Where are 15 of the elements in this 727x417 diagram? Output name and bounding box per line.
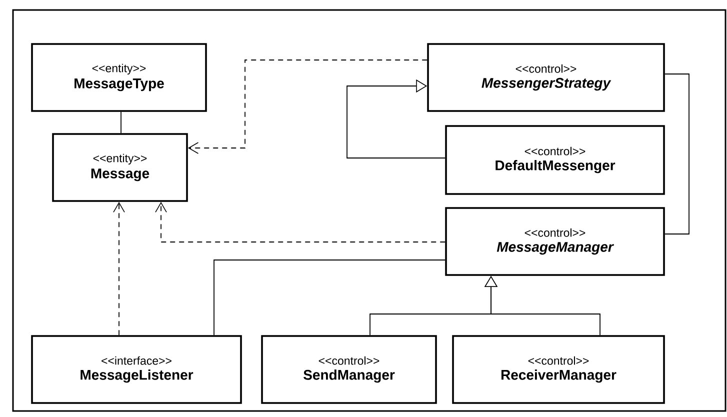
class-box: <<control>> MessageManager: [445, 207, 665, 276]
generalization-arrow: [346, 79, 446, 158]
association-line: [664, 74, 690, 234]
class-box: <<interface>> MessageListener: [31, 335, 242, 404]
class-box: <<control>> DefaultMessenger: [445, 125, 665, 195]
association-line: [214, 260, 446, 336]
dependency-arrow: [113, 202, 125, 336]
class-box: <<control>> MessengerStrategy: [427, 43, 665, 112]
association-line: [120, 111, 122, 134]
dependency-arrow: [188, 60, 428, 154]
class-box: <<control>> ReceiverManager: [452, 335, 665, 404]
class-box: <<entity>> MessageType: [31, 43, 207, 112]
class-box: <<entity>> Message: [52, 133, 188, 202]
dependency-arrow: [155, 202, 446, 242]
class-box: <<control>> SendManager: [261, 335, 437, 404]
